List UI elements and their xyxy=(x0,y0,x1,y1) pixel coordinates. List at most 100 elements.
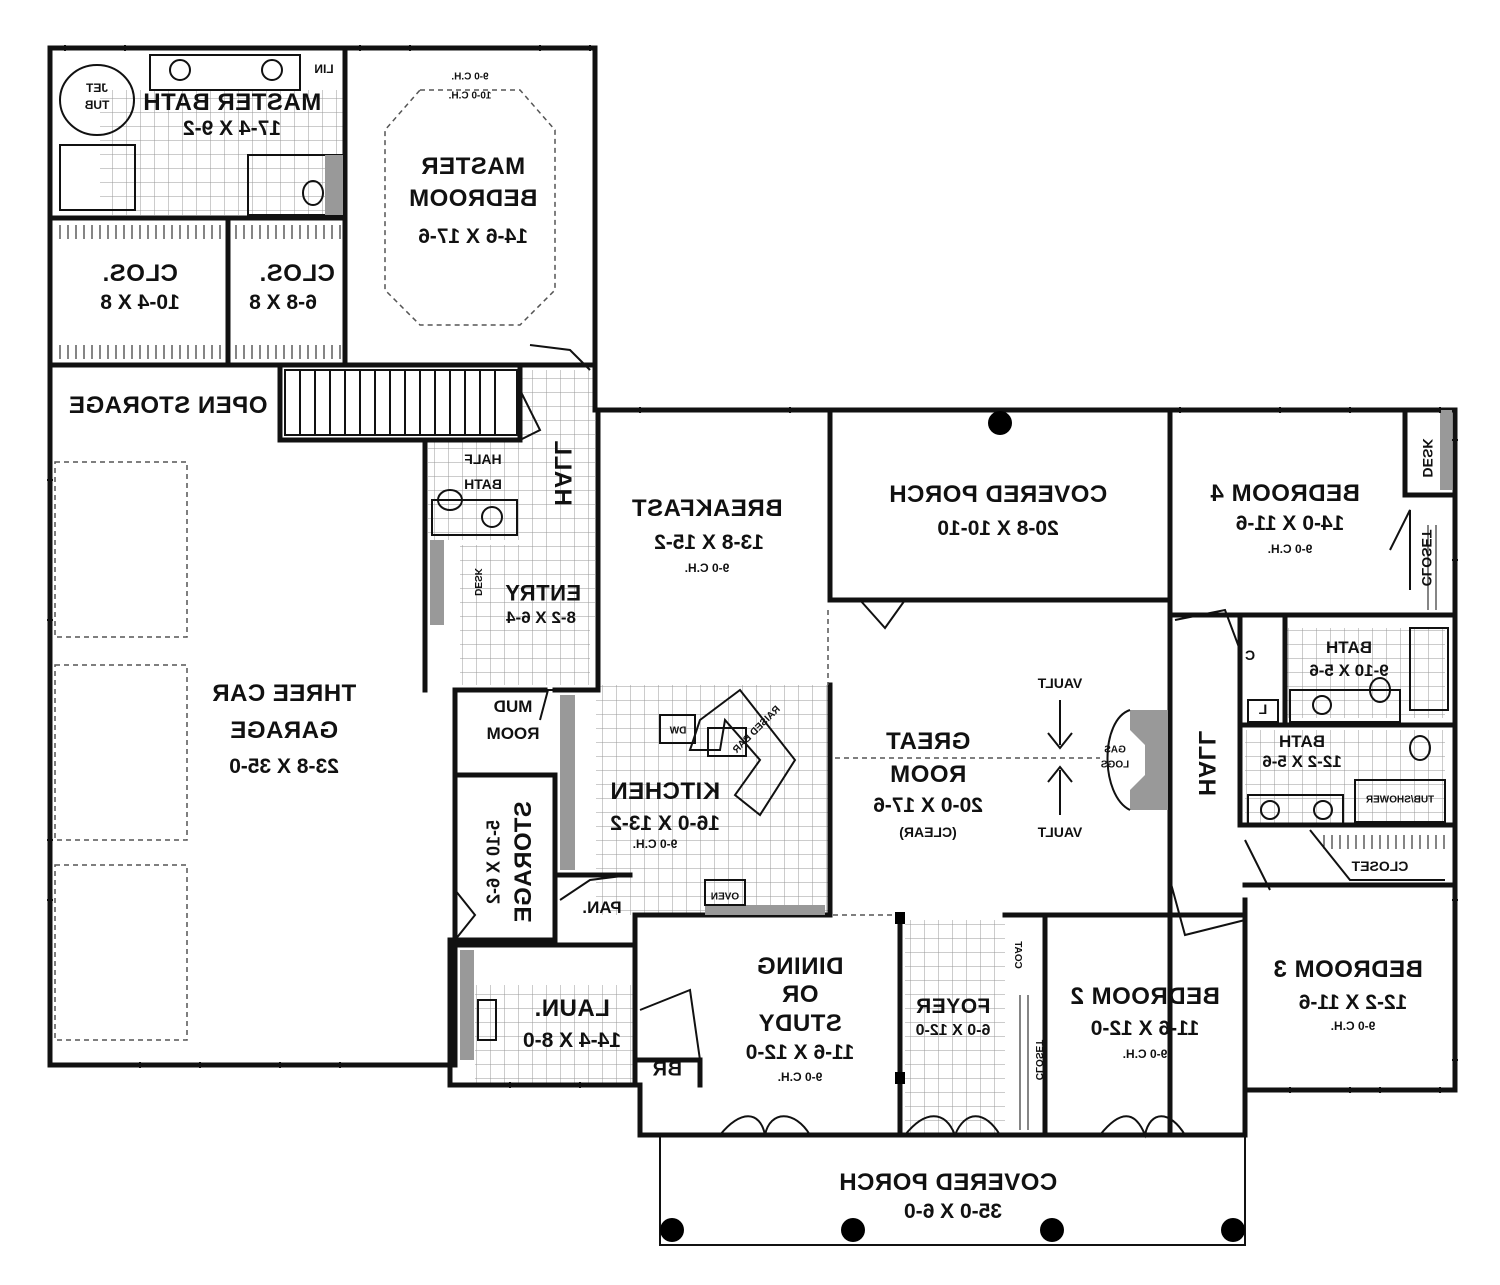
toilet xyxy=(302,180,324,206)
door-swing xyxy=(519,389,542,441)
door-swing xyxy=(719,1115,811,1136)
toilet xyxy=(1409,735,1431,761)
master-bedroom-ceiling: 9-0 C.H. xyxy=(451,71,489,83)
bedroom-2-dim: 11-6 X 12-0 xyxy=(1090,1016,1200,1040)
door-swing xyxy=(1309,829,1445,881)
window-marks xyxy=(64,45,1441,413)
door-swing xyxy=(1389,509,1411,590)
closet-dim: 6-8 X 8 xyxy=(249,290,317,314)
bath-dim: 9-10 X 5-6 xyxy=(1309,661,1389,681)
bath-upper-tile xyxy=(1285,628,1445,718)
post xyxy=(895,1072,905,1084)
jet-tub-label: JET xyxy=(85,81,109,96)
half-bath-name: HALF xyxy=(464,450,502,467)
foyer-name: FOYER xyxy=(915,994,991,1018)
parking-bay xyxy=(54,664,188,841)
kitchen-counter xyxy=(560,695,575,870)
sink xyxy=(261,59,283,81)
kitchen-name: KITCHEN xyxy=(609,778,721,806)
wall xyxy=(1237,617,1458,828)
bedroom-4-ceiling: 9-0 C.H. xyxy=(1267,542,1313,557)
exterior-wall-left xyxy=(47,45,598,1068)
door-swing xyxy=(1244,839,1271,891)
bedroom-3-ceiling: 9-0 C.H. xyxy=(1330,1019,1376,1034)
sink xyxy=(481,506,503,528)
entry-dim: 8-2 X 6-4 xyxy=(506,608,576,628)
rear-porch-dim: 20-8 X 10-10 xyxy=(937,516,1059,540)
dw-label: DW xyxy=(669,725,687,737)
porch-column xyxy=(841,1218,865,1242)
vanity xyxy=(149,54,301,91)
gas-logs-label: LOGS xyxy=(1100,759,1130,771)
toilet xyxy=(1369,677,1391,703)
master-bath-dim: 17-4 X 9-2 xyxy=(182,116,282,140)
master-bath-name: MASTER BATH xyxy=(142,89,322,117)
door-swing xyxy=(1099,1115,1186,1139)
closet-rod xyxy=(1015,995,1029,1130)
desk-label: DESK xyxy=(471,568,483,596)
garage-name: GARAGE xyxy=(229,717,339,745)
door-swing xyxy=(454,889,477,941)
closet-label: CLOSET xyxy=(1419,529,1436,587)
laundry-tile xyxy=(475,985,635,1085)
dining-name: STUDY xyxy=(758,1010,842,1038)
master-bedroom-ceiling: 10-0 C.H. xyxy=(448,90,492,102)
coat-label: COAT xyxy=(1011,941,1023,969)
mud-room-name: ROOM xyxy=(486,724,540,744)
exterior-wall-front xyxy=(447,897,1248,1138)
bedroom-2-name: BEDROOM 2 xyxy=(1070,983,1220,1011)
desk-label: DESK xyxy=(1420,438,1437,478)
closet-rod xyxy=(55,225,225,239)
closet-rod xyxy=(55,345,225,359)
bedroom-4-dim: 14-0 X 11-6 xyxy=(1235,511,1345,535)
closet-name: CLOS. xyxy=(259,260,335,288)
great-room-note: (CLEAR) xyxy=(899,823,957,840)
breakfast-dim: 13-8 X 15-2 xyxy=(654,530,764,554)
kitchen-tile xyxy=(596,685,828,915)
toilet-wall xyxy=(325,155,343,215)
linen-label: L xyxy=(1258,700,1268,717)
entry-wall xyxy=(430,545,442,620)
dishwasher xyxy=(659,714,696,744)
wall xyxy=(452,772,558,943)
bedroom-2-ceiling: 9-0 C.H. xyxy=(1122,1047,1168,1062)
closet-name: CLOS. xyxy=(102,260,178,288)
great-room-name: ROOM xyxy=(889,761,967,789)
vanity xyxy=(1247,794,1344,826)
foyer-dim: 6-0 X 12-0 xyxy=(915,1021,991,1039)
closet-rod xyxy=(1425,525,1439,610)
porch-column xyxy=(660,1218,684,1242)
kitchen-dim: 16-0 X 13-2 xyxy=(610,811,720,835)
great-room-name: GREAT xyxy=(885,728,971,756)
wall xyxy=(1402,407,1458,498)
hearth xyxy=(1106,709,1131,811)
bedroom-4-name: BEDROOM 4 xyxy=(1210,480,1360,508)
kitchen-counter xyxy=(705,905,825,915)
fireplace xyxy=(1130,710,1168,810)
vanity xyxy=(1289,689,1401,723)
breakfast-ceiling: 9-0 C.H. xyxy=(684,561,730,576)
porch-column xyxy=(1040,1218,1064,1242)
stand-in-shower xyxy=(1409,627,1449,711)
tub-shower xyxy=(1354,779,1446,823)
dining-name: DINING xyxy=(756,953,844,981)
closet-dim: 10-4 X 8 xyxy=(100,290,180,314)
dining-name: OR xyxy=(781,981,819,1009)
linen-label: C xyxy=(1244,646,1256,663)
bedroom-3-dim: 12-2 X 11-6 xyxy=(1298,990,1408,1014)
gas-logs-label: GAS xyxy=(1104,744,1126,756)
door-swing xyxy=(639,988,701,1061)
vault-label: VAULT xyxy=(1037,823,1083,840)
parking-bay xyxy=(54,864,188,1041)
porch-column xyxy=(988,411,1012,435)
pantry-name: PAN. xyxy=(582,898,622,918)
toilet xyxy=(437,489,463,511)
door-swing xyxy=(529,344,591,371)
closet-label: CLOSET xyxy=(1351,857,1409,874)
half-bath-vanity xyxy=(431,499,518,536)
master-shower xyxy=(59,144,136,211)
bath-dim: 12-2 X 5-6 xyxy=(1262,752,1342,772)
closet-label: CLOSET xyxy=(1032,1039,1044,1081)
vault-label: VAULT xyxy=(1037,674,1083,691)
